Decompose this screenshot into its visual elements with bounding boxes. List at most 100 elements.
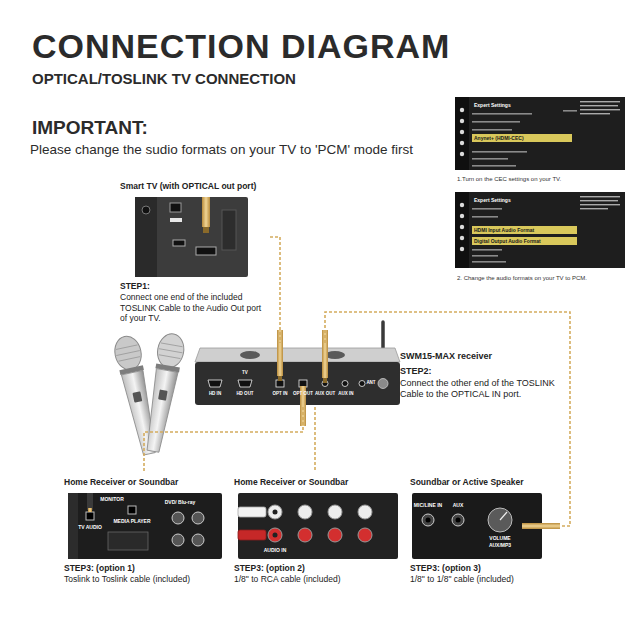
tv-back-panel-photo-part: [173, 240, 185, 246]
title: CONNECTION DIAGRAM: [32, 26, 450, 66]
home-receiver-photo-part: [298, 505, 312, 519]
cable-connector: [144, 407, 303, 472]
cable-plug-part: [277, 330, 283, 376]
label-text: MEDIA PLAYER: [113, 519, 150, 525]
device-box: Home Receiver or SoundbarSTEP3: (option …: [64, 472, 226, 585]
home-receiver-photo-part: [358, 528, 372, 542]
step-text: Connect one end of the included TOSLINK …: [120, 292, 270, 324]
tv-menu-screenshot-part: [460, 108, 464, 112]
step-number: STEP3: (option 1): [64, 563, 226, 574]
tv-menu-screenshot-part: [472, 121, 520, 123]
photo-space: [64, 488, 226, 563]
menu-screenshot: Expert SettingsAnynet+ (HDMI-CEC): [455, 97, 625, 170]
microphone-illustration-part-part: [132, 391, 142, 402]
active-speaker-photo: [412, 493, 560, 559]
tv-menu-screenshot-part: [580, 208, 608, 209]
active-speaker-photo-part: [422, 514, 434, 526]
tv-menu-screenshot-part: [460, 225, 464, 229]
step-number: STEP3: (option 2): [234, 563, 402, 574]
tv-menu-screenshot-part: [472, 158, 508, 160]
label-text: AUX: [453, 503, 464, 509]
receiver-box: SWM15-MAX receiverSTEP2:Connect the othe…: [195, 343, 560, 407]
tv-menu-screenshot-part: [455, 97, 625, 170]
tv-menu-screenshot-part: [460, 152, 464, 156]
photo-space: [120, 192, 270, 281]
tv-menu-screenshot-part: [580, 105, 618, 106]
receiver-device-part: [299, 380, 307, 387]
tv-menu-screenshot-part: [472, 151, 527, 153]
menu-item-highlight: Anynet+ (HDMI-CEC): [472, 134, 572, 142]
home-receiver-photo: [238, 493, 398, 559]
cable-connector: [270, 237, 280, 343]
menu-item-highlight: HDMI Input Audio Format: [472, 226, 577, 234]
active-speaker-photo-part: [426, 518, 431, 523]
step-text: 1/8" to 1/8" cable (included): [410, 574, 560, 585]
label-text: HD IN: [209, 391, 221, 396]
microphone-illustration-part-part: [158, 343, 184, 359]
label-text: TV AUDIO: [78, 525, 102, 531]
device-name: SWM15-MAX receiver: [400, 351, 560, 362]
active-speaker-photo-part: [500, 512, 507, 520]
cable-plug-part: [323, 378, 327, 383]
tv-menu-screenshot-part: [563, 110, 577, 112]
microphone-illustration-part-part: [158, 389, 168, 400]
device-heading: Home Receiver or Soundbar: [234, 477, 402, 488]
label-text: AUX IN: [338, 391, 353, 396]
tv-menu-screenshot-part: [472, 208, 502, 210]
label-text: MONITOR: [100, 497, 124, 503]
home-receiver-photo-part: [192, 534, 204, 546]
menu-item-highlight: Digital Output Audio Format: [472, 237, 577, 245]
label-text: OPTICAL/TOSLINK TV CONNECTION: [32, 70, 296, 87]
device-box: Soundbar or Active SpeakerSTEP3: (option…: [410, 472, 560, 585]
tv-menu-screenshot-part: [460, 141, 464, 145]
active-speaker-photo-part: [522, 523, 560, 529]
tv-menu-screenshot-part: [472, 255, 498, 257]
step-text: Connect the other end of the TOSLINK Cab…: [400, 378, 560, 400]
tv-menu-screenshot-part: [580, 109, 620, 110]
active-speaker-photo-part: [456, 518, 461, 523]
photo-space: [410, 488, 560, 563]
receiver-device-part: [195, 348, 400, 362]
device-heading: Home Receiver or Soundbar: [64, 477, 226, 488]
device-heading: Soundbar or Active Speaker: [410, 477, 560, 488]
tv-back-panel-photo-part: [135, 197, 248, 277]
home-receiver-photo-part: [268, 528, 282, 542]
device-heading: Smart TV (with OPTICAL out port): [120, 181, 270, 192]
tv-back-panel-photo: [135, 197, 248, 277]
receiver-device-part: [342, 381, 348, 387]
label-text: IMPORTANT:: [32, 117, 148, 139]
receiver-device-part: [238, 380, 252, 387]
home-receiver-photo-part: [192, 512, 204, 524]
tv-menu-screenshot-part: [472, 129, 512, 131]
home-receiver-photo-part: [172, 534, 184, 546]
tv-menu-screenshot-part: [455, 97, 469, 170]
home-receiver-photo-part: [172, 512, 184, 524]
tv-menu-screenshot: [455, 97, 625, 170]
step-text: Toslink to Toslink cable (included): [64, 574, 226, 585]
tv-menu-screenshot: [455, 192, 625, 268]
menu-heading: Expert Settings: [472, 196, 552, 204]
label-text: TV: [242, 370, 248, 375]
home-receiver-photo-part: [328, 528, 342, 542]
microphone-illustration-part-part: [115, 345, 141, 362]
device-box: Smart TV (with OPTICAL out port)STEP1:Co…: [120, 176, 270, 324]
step-number: STEP3: (option 3): [410, 563, 560, 574]
home-receiver-photo-part: [86, 512, 94, 520]
home-receiver-photo-part: [238, 493, 398, 559]
tv-back-panel-photo-part: [142, 206, 150, 214]
step-number: STEP2:: [400, 366, 560, 377]
tv-back-panel-photo-part: [135, 197, 157, 277]
home-receiver-photo-part: [328, 505, 342, 519]
tv-menu-screenshot-part: [580, 196, 620, 197]
tv-menu-screenshot-part: [580, 204, 620, 205]
label-text: AUX OUT: [315, 391, 335, 396]
menu-heading: Expert Settings: [472, 101, 552, 109]
tv-menu-screenshot-part: [580, 113, 610, 114]
label-text: AUDIO IN: [264, 548, 287, 554]
home-receiver-photo-part: [358, 505, 372, 519]
menu-screenshot: Expert SettingsHDMI Input Audio FormatDi…: [455, 192, 625, 268]
tv-back-panel-photo-part: [196, 247, 216, 255]
tv-menu-screenshot-part: [472, 249, 502, 251]
tv-menu-screenshot-part: [472, 113, 532, 115]
